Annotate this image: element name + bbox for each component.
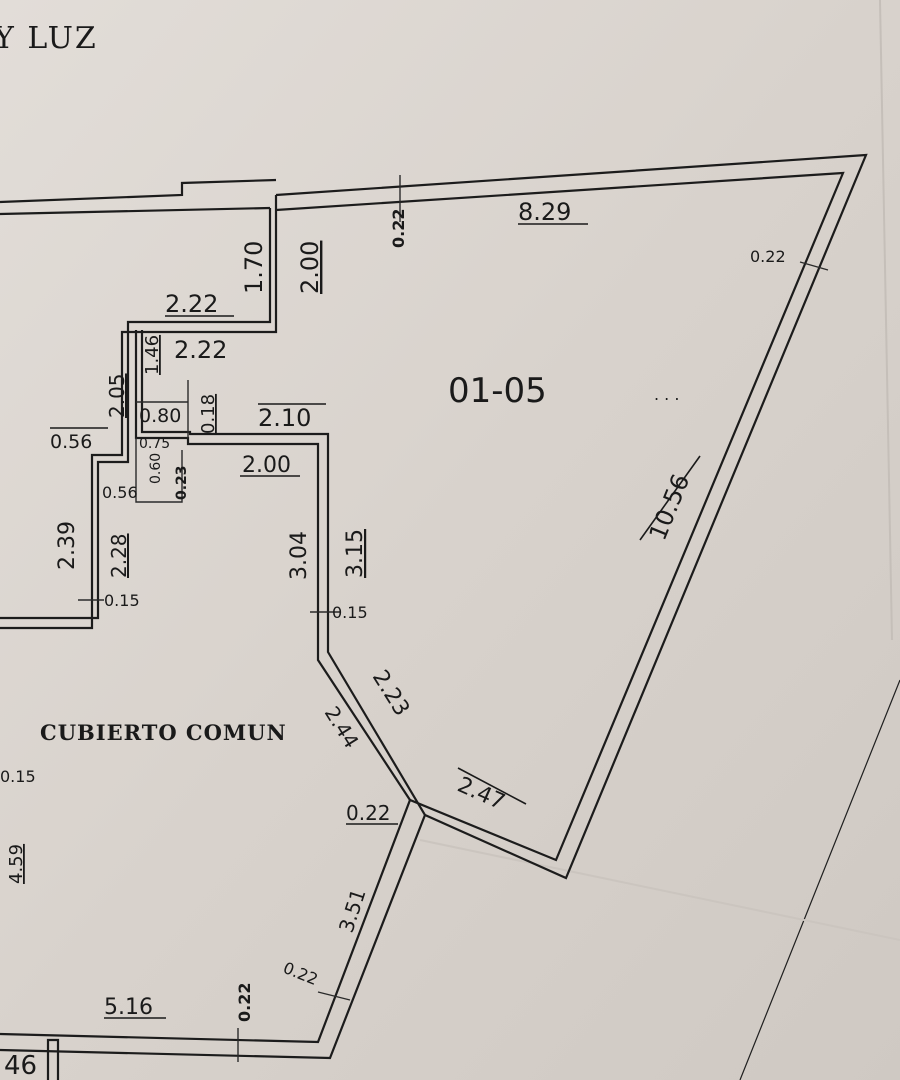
dim-060: 0.60 (148, 453, 164, 484)
dim-080: 0.80 (139, 405, 181, 427)
core-wall-inner (0, 208, 272, 620)
dim-170: 1.70 (240, 241, 268, 294)
dim-022-mid: 0.22 (346, 801, 391, 825)
dim-239: 2.39 (55, 521, 80, 570)
common-area-label: CUBIERTO COMUN (40, 720, 287, 745)
dim-829: 8.29 (518, 198, 571, 226)
unit-wall-inner (0, 171, 845, 1044)
top-left-wall-inner (0, 206, 271, 216)
dim-056-a: 0.56 (50, 431, 92, 453)
unit-label: 01-05 (448, 371, 547, 411)
dim-200-h: 2.00 (242, 453, 291, 478)
core-wall-outer (0, 195, 278, 630)
dim-015-b: 0.15 (332, 603, 368, 622)
dim-315: 3.15 (343, 529, 368, 578)
paper-fold-line-lower (419, 839, 900, 941)
dim-146: 1.46 (142, 335, 163, 375)
dim-023: 0.23 (174, 465, 190, 500)
tick-022-low (317, 991, 351, 1001)
dim-022-top: 0.22 (389, 209, 408, 248)
dim-022-bot: 0.22 (235, 983, 254, 1022)
ul-247 (457, 767, 527, 805)
dim-228: 2.28 (107, 533, 131, 578)
lower-left-block (46, 1038, 60, 1080)
dim-075: 0.75 (139, 436, 170, 452)
dim-056-b: 0.56 (102, 483, 138, 502)
paper-fold-line (879, 0, 893, 641)
dim-516: 5.16 (104, 995, 153, 1020)
dim-46: 46 (4, 1051, 37, 1080)
dim-222-a: 2.22 (165, 290, 218, 318)
top-left-wall-outer (0, 178, 277, 204)
header-title: Y LUZ (0, 21, 98, 56)
dim-015-a: 0.15 (104, 591, 140, 610)
dim-022-right: 0.22 (750, 247, 786, 266)
dim-200-v: 2.00 (296, 241, 324, 294)
tick-right (799, 261, 829, 271)
dim-205: 2.05 (105, 373, 129, 418)
dim-015-c: 0.15 (0, 767, 36, 786)
core-inner-outline-2 (140, 330, 426, 816)
dim-210: 2.10 (258, 404, 311, 432)
paper-crease (739, 679, 900, 1080)
unit-wall-outer (0, 153, 868, 1060)
dim-459: 4.59 (6, 844, 27, 884)
dim-304: 3.04 (287, 531, 312, 580)
small-shaft (135, 438, 183, 503)
dim-222-b: 2.22 (174, 336, 227, 364)
unit-dots: . . . (654, 385, 679, 404)
ul-1056 (639, 455, 701, 541)
dim-018: 0.18 (198, 394, 219, 434)
